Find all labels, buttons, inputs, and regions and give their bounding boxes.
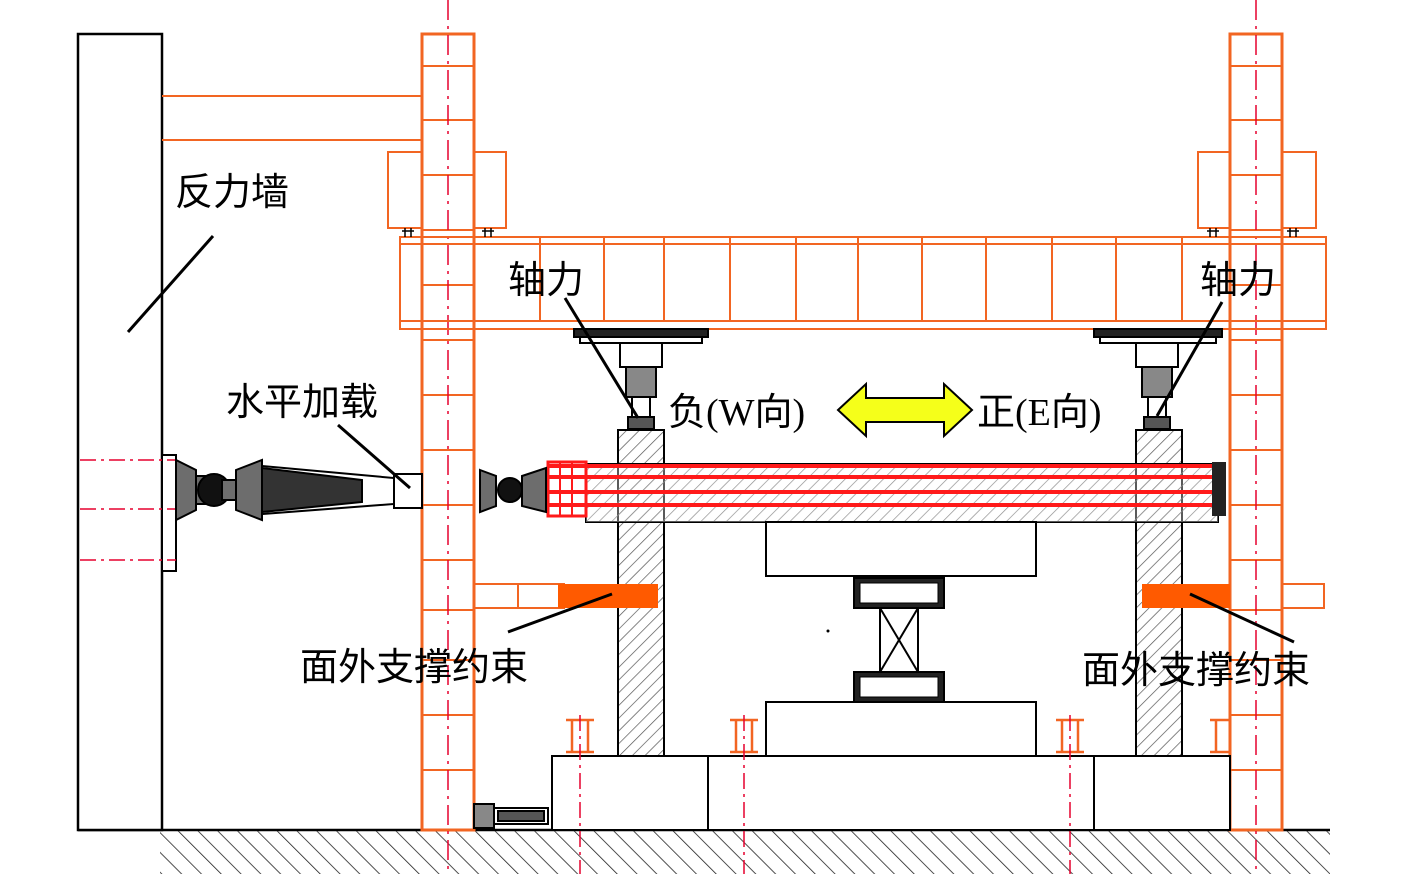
center-bearing-assembly — [765, 521, 1037, 757]
beam-end-brackets — [387, 151, 1317, 229]
top-link-beam — [162, 95, 422, 141]
top-loading-beam — [399, 236, 1327, 330]
out-of-plane-left-label: 面外支撑约束 — [300, 645, 528, 689]
positive-direction-label: 正(E向) — [977, 392, 1102, 434]
column-centerlines — [447, 0, 1257, 874]
left-axial-jack — [573, 328, 709, 430]
base-jack — [473, 803, 549, 829]
direction-arrow — [836, 381, 974, 439]
horizontal-loading-label: 水平加载 — [226, 380, 378, 424]
foundation-beam — [551, 755, 1231, 831]
dot-mark — [826, 629, 830, 633]
axial-force-left-label: 轴力 — [508, 258, 584, 302]
beam-bolts — [402, 228, 1299, 237]
left-frame-column — [420, 32, 476, 832]
actuator-head — [479, 466, 547, 514]
ground — [78, 828, 1330, 874]
reaction-wall — [76, 32, 177, 832]
negative-direction-label: 负(W向) — [668, 392, 805, 434]
horizontal-actuator — [175, 458, 423, 522]
leader-lines — [126, 235, 1295, 644]
right-out-of-plane-brace — [1142, 583, 1325, 609]
reaction-wall-label: 反力墙 — [175, 170, 289, 214]
right-axial-jack — [1093, 328, 1223, 430]
left-out-of-plane-brace — [473, 583, 658, 609]
out-of-plane-right-label: 面外支撑约束 — [1082, 648, 1310, 692]
specimen-top-beam — [546, 460, 1226, 523]
anchor-centerlines — [579, 715, 1071, 874]
axial-force-right-label: 轴力 — [1200, 258, 1276, 302]
